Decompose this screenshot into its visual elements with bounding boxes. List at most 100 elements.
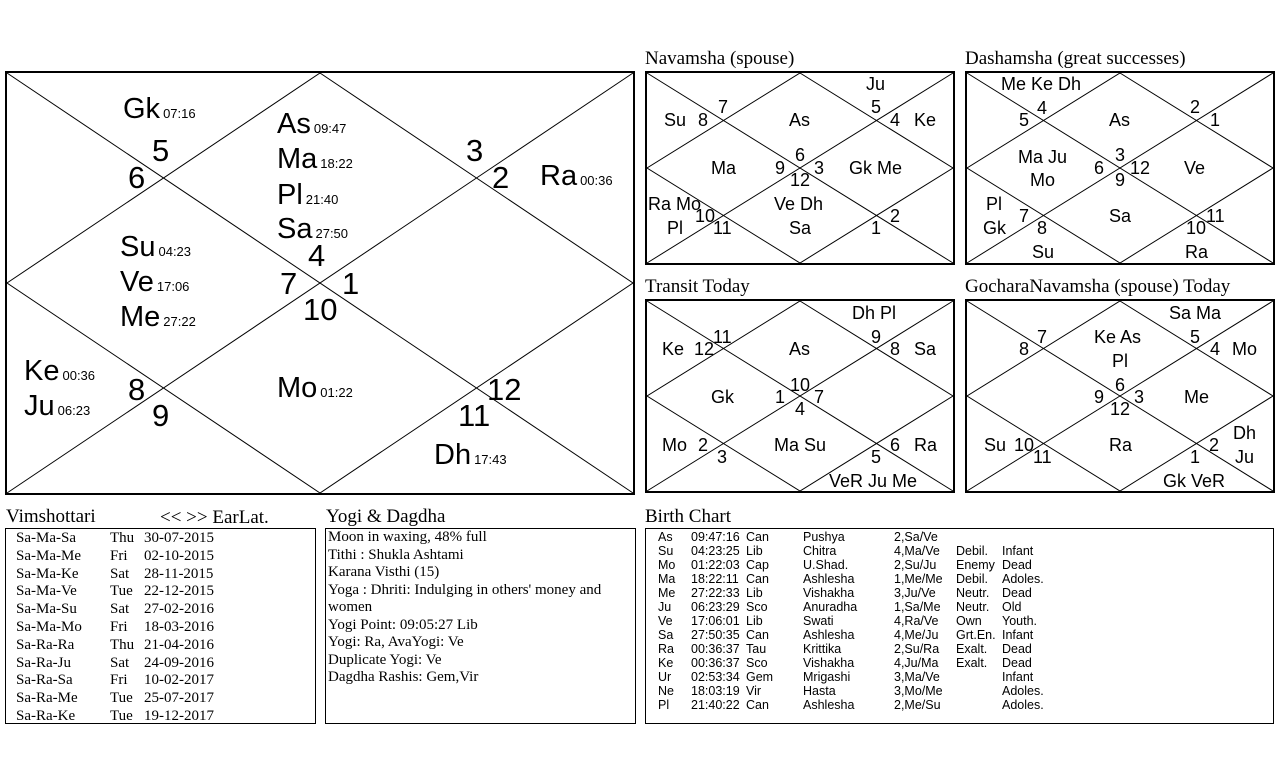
planet-label: Ra Mo [648,194,702,214]
table-cell: Me [658,586,676,600]
gochara-title: GocharaNavamsha (spouse) Today [965,276,1231,297]
house-number: 11 [1206,206,1225,226]
house-number: 1 [1210,110,1221,130]
dasha-cell: Fri [110,547,128,564]
label-text: Sa [277,213,313,245]
dashamsha-title: Dashamsha (great successes) [965,48,1186,69]
house-number: 10 [1186,218,1207,238]
table-cell: 27:50:35 [691,628,740,642]
planet-label: Ra [914,435,938,455]
table-cell: Gem [746,670,774,684]
table-cell: Grt.En. [956,628,996,642]
table-cell: Dead [1002,642,1032,656]
planet-label: Ke As [1094,327,1142,347]
table-cell: Hasta [803,684,836,698]
dasha-cell: Thu [110,636,135,653]
table-cell: Dead [1002,558,1032,572]
label-text: Su [120,231,156,263]
table-cell: Ashlesha [803,698,855,712]
planet-label: VeR Ju Me [829,471,918,491]
table-cell: Can [746,530,769,544]
table-cell: Ve [658,614,673,628]
label-text: 11 [458,398,491,433]
planet-label: As [789,110,811,130]
table-cell: Mo [658,558,676,572]
dasha-cell: 21-04-2016 [144,636,214,653]
table-cell: Can [746,572,769,586]
house-number: 10 [695,206,716,226]
degree-text: 09:47 [313,121,347,136]
dasha-cell: Sat [110,565,130,582]
table-cell: Ma [658,572,676,586]
house-number: 3 [466,135,483,166]
house-number: 5 [1019,110,1030,130]
house-number: 8 [128,374,145,405]
table-cell: 00:36:37 [691,642,740,656]
label-text: Pl [277,179,303,211]
dasha-cell: Sa-Ma-Ve [16,583,77,600]
planet-label: Pl [1112,351,1129,371]
table-cell: Infant [1002,544,1034,558]
yogi-line: Duplicate Yogi: Ve [328,651,442,668]
table-cell: Dead [1002,656,1032,670]
dasha-cell: Sat [110,654,130,671]
house-number: 1 [342,268,359,299]
navamsha-chart [645,71,955,265]
house-number: 2 [890,206,901,226]
planet-label: Gk [711,387,735,407]
yogi-line: Yoga : Dhriti: Indulging in others' mone… [328,581,602,616]
vimshottari-nav[interactable]: << >> EarLat. [160,507,269,528]
table-cell: 21:40:22 [691,698,740,712]
house-number: 5 [1190,327,1201,347]
planet-label: Gk [983,218,1007,238]
planet-label: Mo [662,435,688,455]
yogi-line: Yogi Point: 09:05:27 Lib [328,616,478,633]
degree-text: 07:16 [163,106,196,121]
house-number: 11 [1033,447,1052,467]
table-cell: 00:36:37 [691,656,740,670]
label-text: 3 [466,133,484,168]
dasha-cell: Fri [110,619,128,635]
planet-label: Sa [1109,206,1132,226]
dasha-cell: 25-07-2017 [144,690,214,707]
planet-label: Sa [914,339,937,359]
planet-label: Gk VeR [1163,471,1226,491]
label-text: 4 [308,238,326,273]
table-cell: Old [1002,600,1022,614]
table-cell: Pushya [803,530,845,544]
table-cell: Lib [746,586,763,600]
rasi-chart-lines [6,72,634,494]
table-cell: Sa [658,628,674,642]
dasha-cell: Sat [110,601,130,618]
degree-text: 21:40 [305,192,339,207]
house-number: 8 [1019,339,1030,359]
planet-label: Gk Me [849,158,903,178]
planet-label: Ma [711,158,737,178]
house-number: 1 [775,387,786,407]
degree-text: 17:06 [156,279,190,294]
planet-label: Su [664,110,687,130]
label-text: Ma [277,143,318,175]
transit-title: Transit Today [645,276,750,297]
table-cell: 04:23:25 [691,544,740,558]
table-cell: Sco [746,600,768,614]
rasi-chart [5,71,635,495]
house-number: 6 [890,435,901,455]
dasha-cell: 10-02-2017 [144,672,214,689]
yogi-line: Tithi : Shukla Ashtami [328,546,464,563]
dasha-cell: 02-10-2015 [144,547,214,564]
house-number: 10 [303,294,337,325]
navamsha-lines [646,72,954,264]
table-cell: Swati [803,614,834,628]
table-cell: Debil. [956,544,988,558]
table-cell: Lib [746,614,763,628]
planet-label: Su [1032,242,1055,262]
dasha-cell: 28-11-2015 [144,565,214,582]
label-text: 10 [303,292,338,327]
house-number: 4 [890,110,901,130]
